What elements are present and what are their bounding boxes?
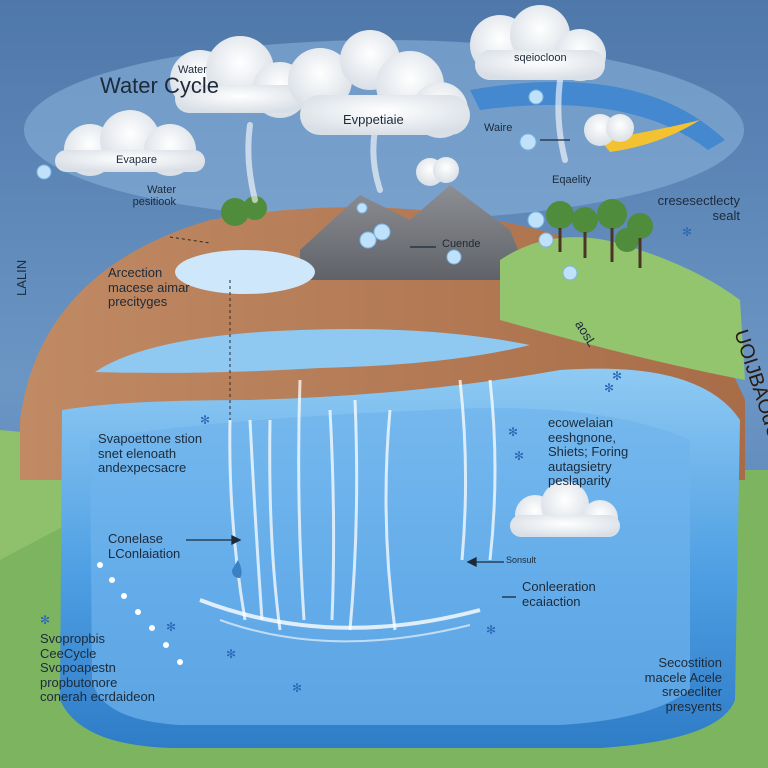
label-evapare: Evapare xyxy=(116,154,157,166)
label-arrow: Sonsult xyxy=(506,555,537,565)
label-conelase: Conelase LConlaiation xyxy=(108,531,181,561)
svg-text:✻: ✻ xyxy=(486,623,496,637)
svg-text:✻: ✻ xyxy=(40,613,50,627)
svg-text:✻: ✻ xyxy=(682,225,692,239)
page-title: Water Cycle xyxy=(100,73,219,98)
label-evaporation-top: Evppetiaie xyxy=(343,112,404,127)
label-water-pesilk: Water pesitiook xyxy=(132,184,176,209)
label-arcection: Arcection macese aimar precityges xyxy=(108,265,190,310)
svg-text:✻: ✻ xyxy=(200,413,210,427)
label-top-right: sqeiocloon xyxy=(514,52,567,64)
label-cresesectry: cresesectlecty sealt xyxy=(657,193,740,223)
svg-text:✻: ✻ xyxy=(292,681,302,695)
label-cuende: Cuende xyxy=(442,238,481,250)
label-evap-stion: Svapoettone stion snet elenoath andexpec… xyxy=(98,431,203,476)
label-water-mid: Waire xyxy=(484,122,513,134)
svg-text:✻: ✻ xyxy=(226,647,236,661)
svg-text:✻: ✻ xyxy=(604,381,614,395)
svg-text:✻: ✻ xyxy=(612,369,622,383)
svg-text:✻: ✻ xyxy=(166,620,176,634)
svg-text:✻: ✻ xyxy=(508,425,518,439)
label-equality: Eqaelity xyxy=(552,174,592,186)
label-bottom-left: Svopropbis CeeCycle Svopoapestn propbuto… xyxy=(40,631,155,705)
label-lab-side: LALIN xyxy=(14,259,29,296)
label-ecowelaim: ecowelaian eeshgnone, Shiets; Foring aut… xyxy=(548,415,629,489)
label-condensation: Conleeration ecaiaction xyxy=(522,579,596,609)
label-bottom-right: Secostition macele Acele sreoecliter pre… xyxy=(644,655,722,714)
svg-text:✻: ✻ xyxy=(514,449,524,463)
title-small: Water xyxy=(178,64,207,76)
